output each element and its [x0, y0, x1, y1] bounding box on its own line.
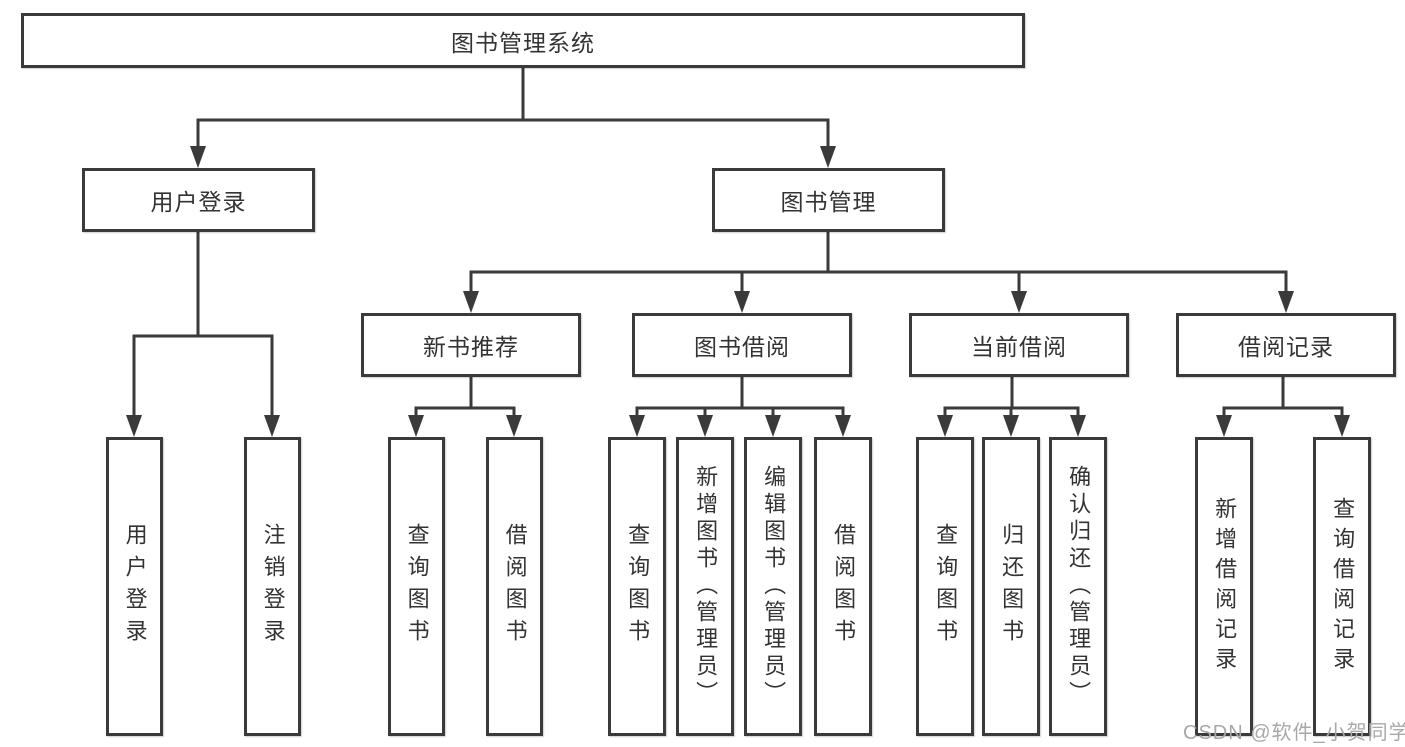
leaf-logout: 注销登录: [244, 437, 301, 736]
leaf-current-return-books: 归还图书: [982, 437, 1040, 736]
node-current-borrow: 当前借阅: [909, 313, 1129, 377]
leaf-newbooks-query-books-label: 查询图书: [404, 522, 430, 651]
leaf-records-add-record-label: 新增借阅记录: [1212, 496, 1238, 677]
leaf-current-query-books: 查询图书: [916, 437, 974, 736]
leaf-records-query-record: 查询借阅记录: [1313, 437, 1371, 736]
node-new-book-recommend: 新书推荐: [361, 313, 581, 377]
leaf-records-query-record-label: 查询借阅记录: [1330, 496, 1356, 677]
leaf-newbooks-borrow-books: 借阅图书: [486, 437, 543, 736]
leaf-borrow-edit-books-admin: 编辑图书（管理员）: [744, 437, 802, 736]
leaf-user-login: 用户登录: [106, 437, 163, 736]
leaf-current-query-books-label: 查询图书: [933, 522, 959, 651]
node-book-management: 图书管理: [712, 168, 945, 232]
leaf-newbooks-query-books: 查询图书: [388, 437, 445, 736]
leaf-borrow-query-books: 查询图书: [608, 437, 666, 736]
leaf-borrow-add-books-admin: 新增图书（管理员）: [676, 437, 734, 736]
node-root-system: 图书管理系统: [21, 13, 1025, 68]
node-book-borrow: 图书借阅: [632, 313, 852, 377]
leaf-user-login-label: 用户登录: [122, 522, 148, 651]
leaf-borrow-edit-books-admin-label: 编辑图书（管理员）: [761, 465, 787, 708]
csdn-watermark: CSDN @软件_小贺同学: [1183, 722, 1405, 744]
leaf-borrow-query-books-label: 查询图书: [625, 522, 651, 651]
leaf-current-confirm-return-admin-label: 确认归还（管理员）: [1066, 465, 1092, 708]
leaf-records-add-record: 新增借阅记录: [1195, 437, 1253, 736]
node-borrow-records: 借阅记录: [1176, 313, 1396, 377]
node-user-login: 用户登录: [82, 168, 315, 232]
leaf-logout-label: 注销登录: [260, 522, 286, 651]
leaf-newbooks-borrow-books-label: 借阅图书: [502, 522, 528, 651]
leaf-borrow-add-books-admin-label: 新增图书（管理员）: [693, 465, 719, 708]
leaf-current-confirm-return-admin: 确认归还（管理员）: [1049, 437, 1107, 736]
leaf-borrow-borrow-books-label: 借阅图书: [831, 522, 857, 651]
leaf-current-return-books-label: 归还图书: [999, 522, 1025, 651]
leaf-borrow-borrow-books: 借阅图书: [814, 437, 872, 736]
